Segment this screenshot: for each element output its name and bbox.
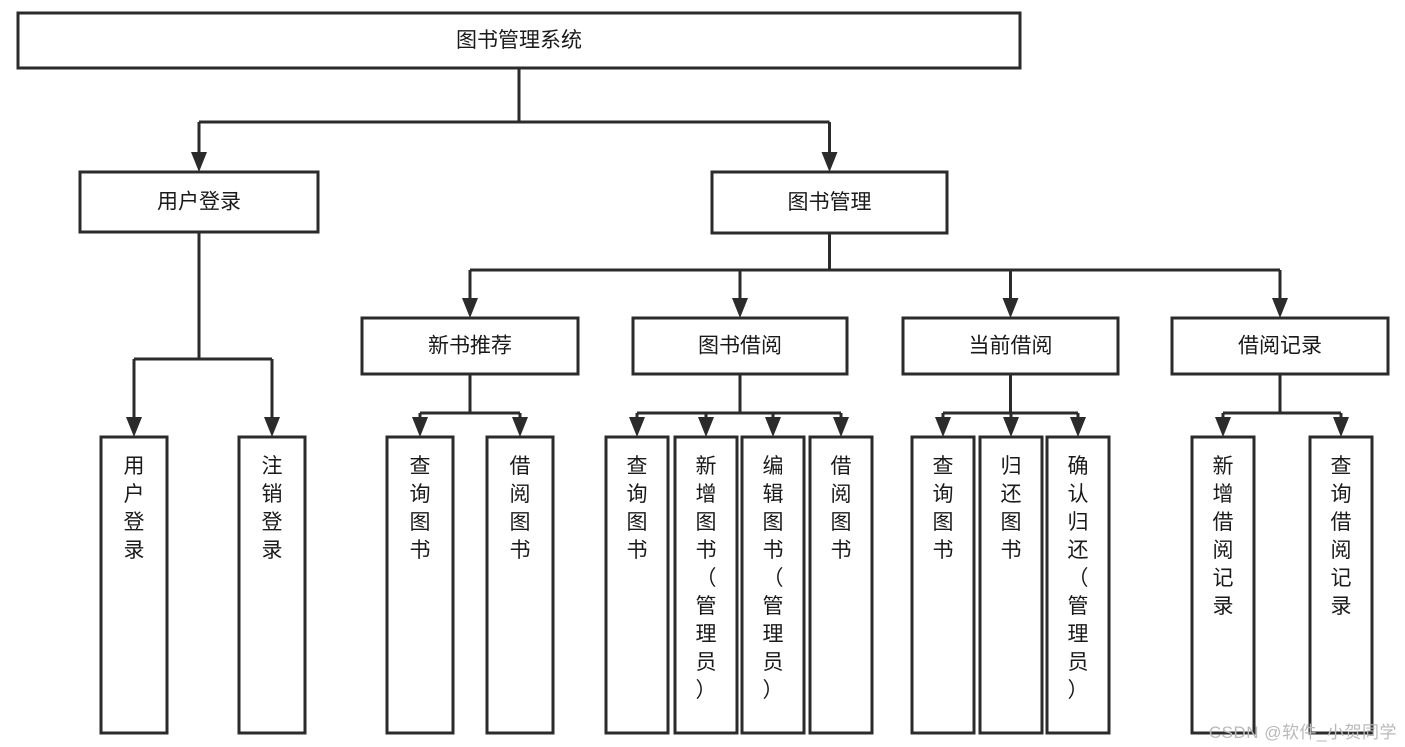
- node-borrow-record[interactable]: 借阅记录: [1170, 316, 1390, 376]
- arrow-record-query-head: [1333, 417, 1349, 437]
- node-label-borrow-query-book: 查询图书: [627, 455, 648, 562]
- node-record-add[interactable]: 新增借阅记录: [1190, 435, 1256, 735]
- node-record-query[interactable]: 查询借阅记录: [1308, 435, 1374, 735]
- node-borrow-borrow-book[interactable]: 借阅图书: [808, 435, 874, 735]
- arrow-new-book-recommend-head: [462, 298, 478, 318]
- node-label-user-login: 用户登录: [157, 191, 241, 214]
- arrow-borrow-add-book-head: [698, 417, 714, 437]
- node-label-current-return-book: 归还图书: [1001, 455, 1022, 562]
- node-label-new-book-recommend: 新书推荐: [428, 335, 512, 358]
- node-new-book-recommend[interactable]: 新书推荐: [360, 316, 580, 376]
- node-current-return-book[interactable]: 归还图书: [978, 435, 1044, 735]
- node-borrow-edit-book[interactable]: 编辑图书（管理员）: [740, 435, 806, 735]
- arrow-recommend-borrow-book-head: [512, 417, 528, 437]
- arrow-borrow-query-book-head: [629, 417, 645, 437]
- node-recommend-borrow-book[interactable]: 借阅图书: [485, 435, 555, 735]
- arrow-user-login-head: [191, 152, 207, 172]
- arrow-user-logout-head: [264, 417, 280, 437]
- node-box-current-borrow: [901, 316, 1120, 376]
- node-box-book-borrow: [631, 316, 849, 376]
- arrow-current-return-book-head: [1003, 417, 1019, 437]
- arrow-user-login-do-head: [126, 417, 142, 437]
- node-box-record-query: [1308, 435, 1374, 735]
- node-label-user-login-do: 用户登录: [124, 455, 145, 562]
- arrow-current-query-book-head: [935, 417, 951, 437]
- node-label-record-query: 查询借阅记录: [1331, 455, 1352, 618]
- node-box-current-return-book: [978, 435, 1044, 735]
- node-current-borrow[interactable]: 当前借阅: [901, 316, 1120, 376]
- node-box-borrow-record: [1170, 316, 1390, 376]
- node-borrow-query-book[interactable]: 查询图书: [604, 435, 670, 735]
- node-box-borrow-borrow-book: [808, 435, 874, 735]
- node-box-current-confirm-return: [1045, 435, 1111, 735]
- node-box-borrow-add-book: [673, 435, 739, 735]
- node-book-borrow[interactable]: 图书借阅: [631, 316, 849, 376]
- node-label-borrow-edit-book: 编辑图书（管理员）: [763, 455, 784, 702]
- node-label-borrow-add-book: 新增图书（管理员）: [696, 455, 717, 702]
- node-label-book-borrow: 图书借阅: [698, 335, 782, 358]
- node-label-borrow-record: 借阅记录: [1238, 335, 1322, 358]
- node-current-confirm-return[interactable]: 确认归还（管理员）: [1045, 435, 1111, 735]
- node-box-root: [16, 11, 1022, 70]
- node-label-recommend-borrow-book: 借阅图书: [510, 455, 531, 562]
- node-recommend-query-book[interactable]: 查询图书: [385, 435, 455, 735]
- node-box-user-login: [78, 170, 320, 234]
- node-label-current-borrow: 当前借阅: [969, 335, 1053, 358]
- arrow-record-add-head: [1215, 417, 1231, 437]
- node-label-borrow-borrow-book: 借阅图书: [831, 455, 852, 562]
- watermark-label: CSDN @软件_小贺同学: [1208, 723, 1397, 742]
- node-book-manage[interactable]: 图书管理: [710, 170, 949, 235]
- node-box-new-book-recommend: [360, 316, 580, 376]
- node-label-current-query-book: 查询图书: [933, 455, 954, 562]
- node-label-record-add: 新增借阅记录: [1213, 455, 1234, 618]
- node-label-user-logout: 注销登录: [262, 455, 283, 562]
- node-box-borrow-edit-book: [740, 435, 806, 735]
- node-current-query-book[interactable]: 查询图书: [910, 435, 976, 735]
- arrow-recommend-query-book-head: [412, 417, 428, 437]
- node-user-login[interactable]: 用户登录: [78, 170, 320, 234]
- node-user-login-do[interactable]: 用户登录: [99, 435, 169, 735]
- node-borrow-add-book[interactable]: 新增图书（管理员）: [673, 435, 739, 735]
- arrow-current-borrow-head: [1002, 298, 1019, 318]
- arrow-borrow-borrow-book-head: [833, 417, 849, 437]
- node-box-book-manage: [710, 170, 949, 235]
- node-box-current-query-book: [910, 435, 976, 735]
- node-box-user-login-do: [99, 435, 169, 735]
- arrow-book-borrow-head: [732, 298, 748, 318]
- node-label-book-manage: 图书管理: [788, 191, 872, 214]
- node-user-logout[interactable]: 注销登录: [237, 435, 307, 735]
- node-root[interactable]: 图书管理系统: [16, 11, 1022, 70]
- arrow-borrow-record-head: [1272, 298, 1288, 318]
- node-label-root: 图书管理系统: [456, 29, 582, 52]
- arrow-borrow-edit-book-head: [765, 417, 781, 437]
- arrow-current-confirm-return-head: [1070, 417, 1086, 437]
- node-label-recommend-query-book: 查询图书: [410, 455, 431, 562]
- node-box-record-add: [1190, 435, 1256, 735]
- node-box-recommend-borrow-book: [485, 435, 555, 735]
- arrow-book-manage-head: [821, 152, 838, 172]
- node-label-current-confirm-return: 确认归还（管理员）: [1068, 455, 1089, 702]
- node-box-recommend-query-book: [385, 435, 455, 735]
- node-layer: 图书管理系统用户登录用户登录注销登录图书管理新书推荐查询图书借阅图书图书借阅查询…: [16, 11, 1390, 735]
- node-box-user-logout: [237, 435, 307, 735]
- node-box-borrow-query-book: [604, 435, 670, 735]
- connector-layer: [126, 68, 1349, 437]
